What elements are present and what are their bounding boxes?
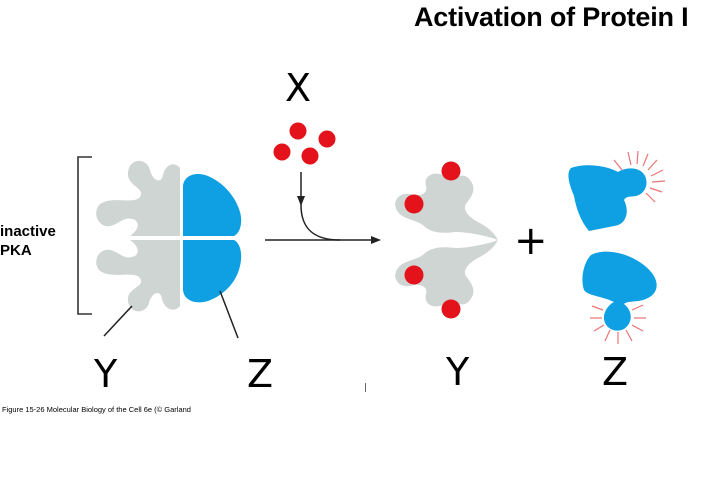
bound-camp xyxy=(441,299,461,319)
pointer-line-y xyxy=(103,305,133,337)
left-gray-subunit-bottom xyxy=(96,240,180,312)
pointer-line-z xyxy=(219,290,239,339)
bound-camp xyxy=(404,194,424,214)
slide-title: Activation of Protein I xyxy=(414,2,689,32)
left-gray-subunit-top xyxy=(96,160,180,236)
inactive-pka-bracket xyxy=(77,156,92,315)
label-y-right: Y xyxy=(446,350,470,394)
binding-curve xyxy=(300,172,341,241)
label-x: X xyxy=(285,66,312,110)
label-y-left: Y xyxy=(94,352,118,396)
activity-glow xyxy=(590,304,646,344)
left-blue-subunit-bottom xyxy=(183,240,242,303)
right-gray-dimer xyxy=(395,173,498,307)
binding-curve-arrowhead xyxy=(297,196,305,206)
bound-camp xyxy=(441,161,461,181)
label-z-right: Z xyxy=(602,350,629,394)
camp-molecule xyxy=(301,147,319,165)
camp-molecule xyxy=(289,122,307,140)
bound-camp xyxy=(404,265,424,285)
reaction-arrow-head xyxy=(371,236,381,244)
active-blue-subunit-top xyxy=(568,150,666,231)
camp-molecule xyxy=(318,130,336,148)
activity-glow xyxy=(613,150,666,203)
figure-caption: Figure 15-26 Molecular Biology of the Ce… xyxy=(2,405,191,414)
tick-mark xyxy=(365,383,366,392)
active-blue-subunit-bottom xyxy=(582,251,657,344)
label-z-left: Z xyxy=(247,352,274,396)
plus-sign: + xyxy=(514,218,548,264)
camp-molecule xyxy=(273,143,291,161)
left-blue-subunit-top xyxy=(183,174,242,236)
label-inactive-pka: inactive PKA xyxy=(0,223,56,259)
